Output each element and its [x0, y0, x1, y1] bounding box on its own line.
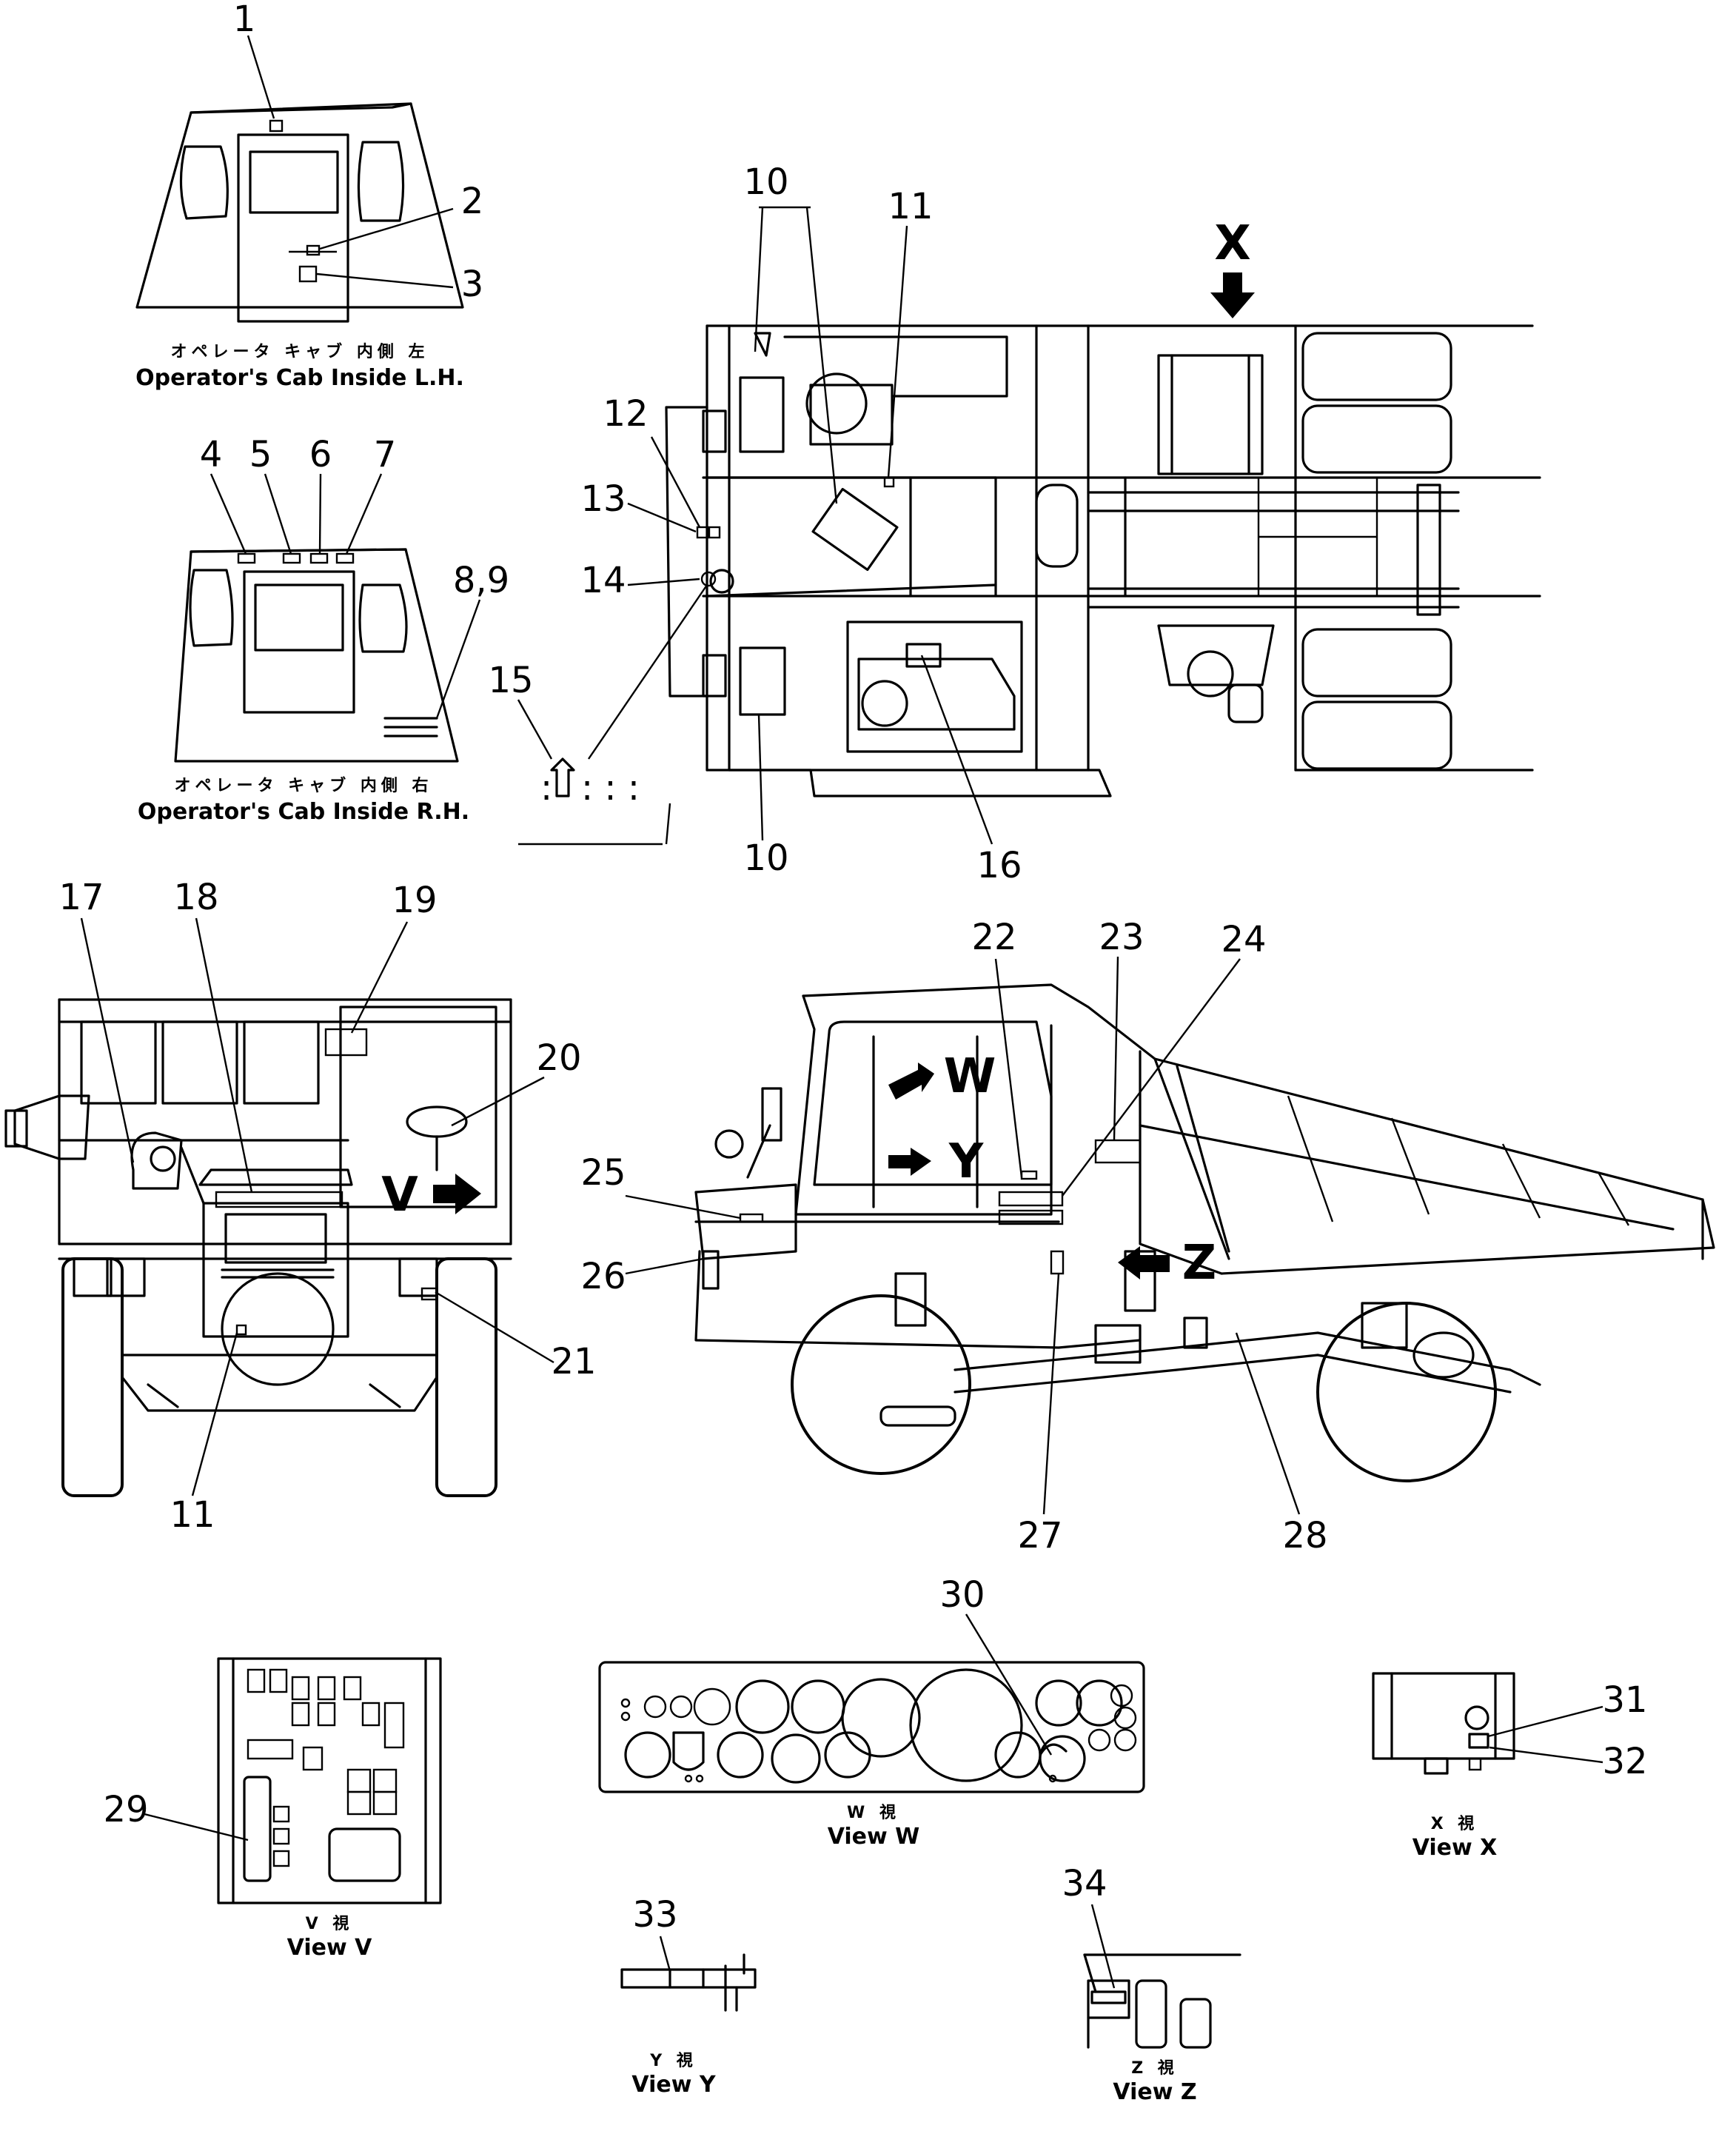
view-w-arrow — [888, 1063, 934, 1100]
callout-32: 32 — [1602, 1741, 1647, 1782]
detail-15-dots-left: : — [540, 767, 552, 809]
view-y-panel — [620, 1953, 757, 2012]
cab-inside-rh-view — [174, 548, 459, 763]
cab-inside-lh-view — [135, 102, 464, 323]
side-view — [694, 983, 1715, 1482]
callout-17: 17 — [58, 877, 104, 918]
callout-4: 4 — [200, 434, 223, 475]
view-v-caption-en: View V — [287, 1935, 372, 1961]
callout-20: 20 — [536, 1037, 581, 1079]
callout-29: 29 — [103, 1789, 148, 1830]
callout-13: 13 — [580, 478, 626, 520]
detail-15-dots-right: : : : — [581, 767, 640, 809]
view-w-letter: W — [944, 1049, 996, 1104]
cab-lh-caption-jp: オペレータ キャブ 内側 左 — [171, 342, 429, 361]
front-view — [4, 998, 512, 1497]
callout-25: 25 — [580, 1152, 626, 1194]
callout-6: 6 — [309, 434, 332, 475]
view-z-letter: Z — [1182, 1236, 1216, 1291]
callout-31: 31 — [1602, 1679, 1647, 1721]
top-plan-view — [665, 324, 1541, 797]
view-v-panel — [217, 1657, 442, 1904]
view-y-caption-en: View Y — [631, 2072, 716, 2098]
callout-18: 18 — [173, 877, 218, 918]
callout-21: 21 — [551, 1341, 596, 1382]
callout-1: 1 — [233, 0, 256, 40]
view-z-panel — [1083, 1953, 1241, 2049]
view-x-letter: X — [1214, 216, 1250, 271]
callout-10-top: 10 — [743, 161, 788, 203]
callout-24: 24 — [1221, 919, 1266, 960]
callout-19: 19 — [392, 880, 437, 921]
view-z-caption-jp: Z 視 — [1131, 2059, 1179, 2078]
view-v-letter: V — [381, 1168, 418, 1222]
callout-5: 5 — [249, 434, 272, 475]
view-z-arrow — [1118, 1246, 1170, 1279]
view-w-caption-en: View W — [828, 1824, 920, 1850]
callout-11-top: 11 — [888, 186, 933, 227]
view-v-arrow — [433, 1174, 481, 1214]
cab-lh-caption: オペレータ キャブ 内側 左 Operator's Cab Inside L.H… — [135, 342, 464, 391]
callout-34: 34 — [1062, 1863, 1107, 1904]
callout-28: 28 — [1282, 1515, 1327, 1556]
view-x-panel — [1372, 1672, 1515, 1775]
view-x-caption-en: View X — [1412, 1835, 1498, 1861]
callout-15: 15 — [488, 660, 533, 701]
view-y-arrow — [888, 1148, 931, 1176]
view-y-letter: Y — [948, 1134, 984, 1189]
callout-33: 33 — [632, 1894, 677, 1936]
callout-27: 27 — [1017, 1515, 1062, 1556]
view-x-arrow — [1210, 272, 1255, 318]
detail-15: : : : : — [518, 757, 671, 846]
callout-10-bottom: 10 — [743, 837, 788, 879]
view-w-panel — [598, 1661, 1145, 1793]
callout-14: 14 — [580, 560, 626, 601]
callout-2: 2 — [461, 181, 484, 222]
callout-26: 26 — [580, 1256, 626, 1297]
callout-12: 12 — [603, 393, 648, 435]
cab-rh-caption-en: Operator's Cab Inside R.H. — [138, 799, 469, 825]
callout-23: 23 — [1099, 917, 1144, 958]
cab-rh-caption-jp: オペレータ キャブ 内側 右 — [175, 776, 433, 795]
cab-lh-caption-en: Operator's Cab Inside L.H. — [135, 365, 464, 391]
callout-30: 30 — [939, 1574, 985, 1616]
callout-3: 3 — [461, 264, 484, 305]
callout-7: 7 — [374, 434, 397, 475]
callout-8-9: 8,9 — [453, 560, 509, 601]
view-y-caption-jp: Y 視 — [649, 2052, 697, 2070]
view-w-caption-jp: W 視 — [847, 1804, 900, 1822]
view-z-caption-en: View Z — [1113, 2079, 1196, 2105]
callout-22: 22 — [971, 917, 1016, 958]
callout-11-front: 11 — [170, 1494, 215, 1536]
view-v-caption-jp: V 視 — [306, 1915, 354, 1933]
callout-16: 16 — [976, 845, 1022, 886]
cab-rh-caption: オペレータ キャブ 内側 右 Operator's Cab Inside R.H… — [138, 776, 469, 825]
view-x-caption-jp: X 視 — [1431, 1815, 1479, 1833]
